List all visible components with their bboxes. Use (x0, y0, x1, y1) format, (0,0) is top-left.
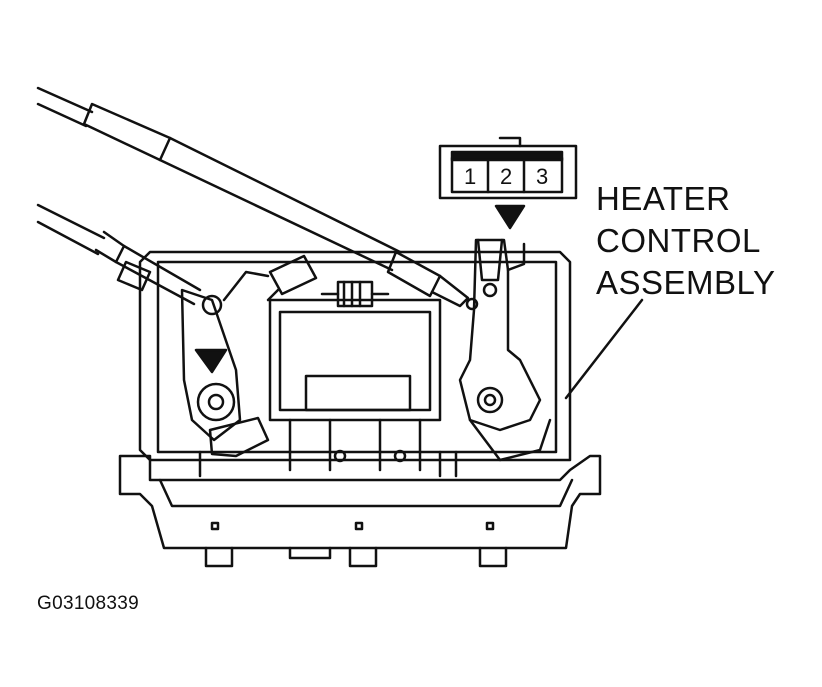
figure-id: G03108339 (37, 593, 140, 614)
cable-clamp (266, 254, 318, 302)
connector-pin-1-label: 1 (464, 164, 476, 189)
connector-pointer-arrow (494, 204, 526, 230)
callout-line-3: ASSEMBLY (596, 264, 776, 301)
callout-line-1: HEATER (596, 180, 731, 217)
heater-control-assembly-callout: HEATER CONTROL ASSEMBLY (596, 178, 775, 304)
resistor-component (320, 280, 390, 308)
callout-leader-line (564, 298, 644, 400)
front-face-plate (118, 454, 602, 550)
connector-pin-2-label: 2 (500, 164, 512, 189)
right-lever-assembly (458, 238, 552, 462)
inner-mechanism (198, 418, 458, 478)
upper-control-cable (36, 86, 470, 308)
housing-back-plate (138, 250, 572, 462)
lower-control-cable (36, 203, 202, 306)
knob-stubs (204, 546, 508, 568)
connector-pin-3-label: 3 (536, 164, 548, 189)
left-lever-assembly (180, 270, 270, 458)
callout-line-2: CONTROL (596, 222, 761, 259)
connector-box (438, 136, 578, 200)
